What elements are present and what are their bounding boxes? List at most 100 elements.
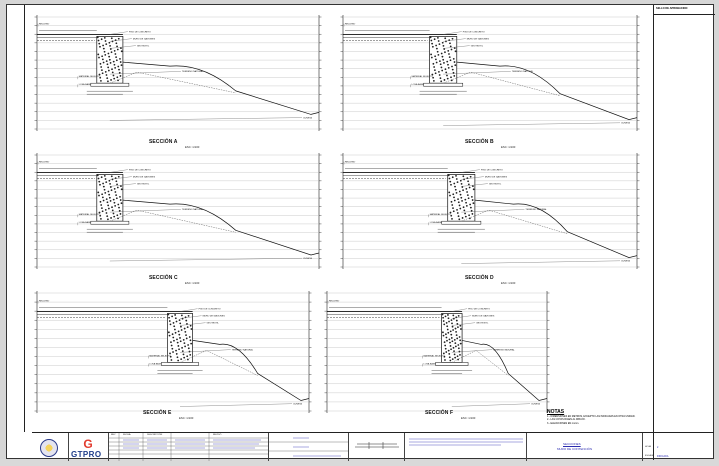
callout-label: LOSA BASE [79, 83, 92, 86]
road-surface [37, 171, 123, 179]
callout-label: MATERIAL SELECTO [79, 75, 101, 78]
notes-line: 3.- ELEVACIONES EN msnm. [547, 421, 579, 425]
scale-label-b: ESC: 1/100 [501, 145, 516, 149]
drawing-subtitle: MURO DE CONTENCIÓN [557, 447, 593, 451]
contractor-logo-text: GTPRO [71, 450, 102, 459]
road-surface [343, 171, 475, 179]
callout-label: TERRENO NATURAL [525, 208, 547, 211]
callout-label: TERRENO NATURAL [232, 348, 254, 351]
callout-label: MATERIAL SELECTO [412, 75, 434, 78]
scale-label-e: ESC: 1/100 [179, 416, 194, 420]
callout-label: RELLENO [345, 23, 356, 25]
terrain-profile [109, 199, 320, 256]
dimension-lines [39, 307, 203, 374]
callout-label: LOSA BASE [79, 221, 92, 224]
callout-label: RELLENO [329, 300, 340, 302]
scale-label: ESCALA [645, 455, 654, 457]
road-surface [37, 311, 193, 318]
scale-label-d: ESC: 1/100 [501, 281, 516, 285]
callout-label: MURO DE GAVIONES [472, 314, 495, 317]
callout-label: RELLENO [345, 161, 356, 163]
callout-label: TERRENO NATURAL [493, 348, 515, 351]
dimension-lines [345, 30, 467, 95]
drawing-sheet: PISO DE CONCRETO MURO DE GAVIONES GEOTEXTI… [6, 4, 715, 461]
callout-label: CUNETA [621, 122, 630, 125]
callout-label: GEOTEXTIL [471, 45, 484, 47]
sheet-label: HOJA [645, 446, 651, 448]
callout-label: MATERIAL SELECTO [424, 354, 446, 357]
client-seal-icon [40, 439, 58, 457]
callout-label: MATERIAL SELECTO [79, 213, 101, 216]
section-label-e: SECCIÓN E [143, 410, 172, 416]
revision-table-grid [109, 433, 269, 461]
callout-label: PISO DE CONCRETO [129, 169, 151, 171]
callout-label: TERRENO NATURAL [182, 70, 204, 73]
callout-label: RELLENO [39, 300, 50, 302]
elevation-grid [340, 15, 640, 131]
callout-label: MATERIAL SELECTO [149, 354, 171, 357]
callout-label: PISO DE CONCRETO [199, 308, 221, 310]
notes-line: 2.- LAS COTAS RIGEN AL DIBUJO. [547, 418, 586, 422]
callout-label: LOSA BASE [412, 83, 425, 86]
section-label-d: SECCIÓN D [465, 275, 494, 281]
retaining-wall [435, 313, 469, 366]
callout-label: MURO DE GAVIONES [203, 314, 226, 317]
client-logo-cell [32, 433, 68, 461]
notes-line: 1.- DIMENSIONES EN METROS, EXCEPTO LAS I… [547, 415, 636, 418]
signature-lines [269, 437, 349, 457]
key-plan-sketch [355, 442, 399, 449]
callout-label: CUNETA [293, 403, 302, 406]
callout-label: RELLENO [39, 23, 50, 25]
callout-label: TERRENO NATURAL [512, 70, 534, 73]
callout-label: RELLENO [39, 161, 50, 163]
section-label-f: SECCIÓN F [425, 410, 454, 416]
sheet-value: 2 [657, 446, 659, 449]
terrain-profile [451, 340, 548, 401]
callout-label: TERRENO NATURAL [182, 208, 204, 211]
callout-labels: PISO DE CONCRETO MURO DE GAVIONES GEOTEXTI… [343, 161, 630, 264]
retaining-wall [90, 36, 130, 87]
callout-label: PISO DE CONCRETO [468, 308, 490, 310]
dimension-lines [345, 168, 485, 233]
callout-label: MURO DE GAVIONES [485, 175, 508, 178]
terrain-profile [109, 61, 320, 115]
callout-label: CUNETA [303, 257, 312, 260]
retaining-wall [441, 174, 482, 225]
callout-label: CUNETA [621, 260, 630, 263]
terrain-profile [461, 199, 638, 258]
section-label-c: SECCIÓN C [149, 275, 178, 281]
revision-col-date: FECHA [123, 434, 131, 436]
title-block: G GTPRO REV FECHA DESCRIPCI [32, 432, 714, 461]
gtpro-logo-icon: G [83, 437, 93, 451]
retaining-wall [161, 313, 199, 366]
project-cell [404, 433, 526, 461]
callout-label: PISO DE CONCRETO [481, 169, 503, 171]
road-surface [327, 311, 463, 318]
signatures-cell [268, 433, 349, 461]
callout-label: GEOTEXTIL [137, 183, 150, 185]
project-description-lines [409, 438, 523, 446]
notes-title: NOTAS [547, 409, 565, 415]
section-label-b: SECCIÓN B [465, 139, 494, 145]
scale-label-a: ESC: 1/100 [185, 145, 200, 149]
callout-label: GEOTEXTIL [489, 183, 502, 185]
road-surface [343, 33, 457, 41]
callout-label: GEOTEXTIL [207, 322, 220, 324]
section-d: PISO DE CONCRETO MURO DE GAVIONES GEOTEXTI… [339, 151, 641, 281]
scale-label-c: ESC: 1/100 [185, 281, 200, 285]
road-surface [37, 33, 123, 41]
section-drawing: PISO DE CONCRETO MURO DE GAVIONES GEOTEXTI… [34, 291, 312, 413]
dimension-lines [329, 307, 473, 374]
elevation-grid [324, 291, 550, 413]
callout-label: GEOTEXTIL [137, 45, 150, 47]
callout-label: CUNETA [303, 116, 312, 119]
